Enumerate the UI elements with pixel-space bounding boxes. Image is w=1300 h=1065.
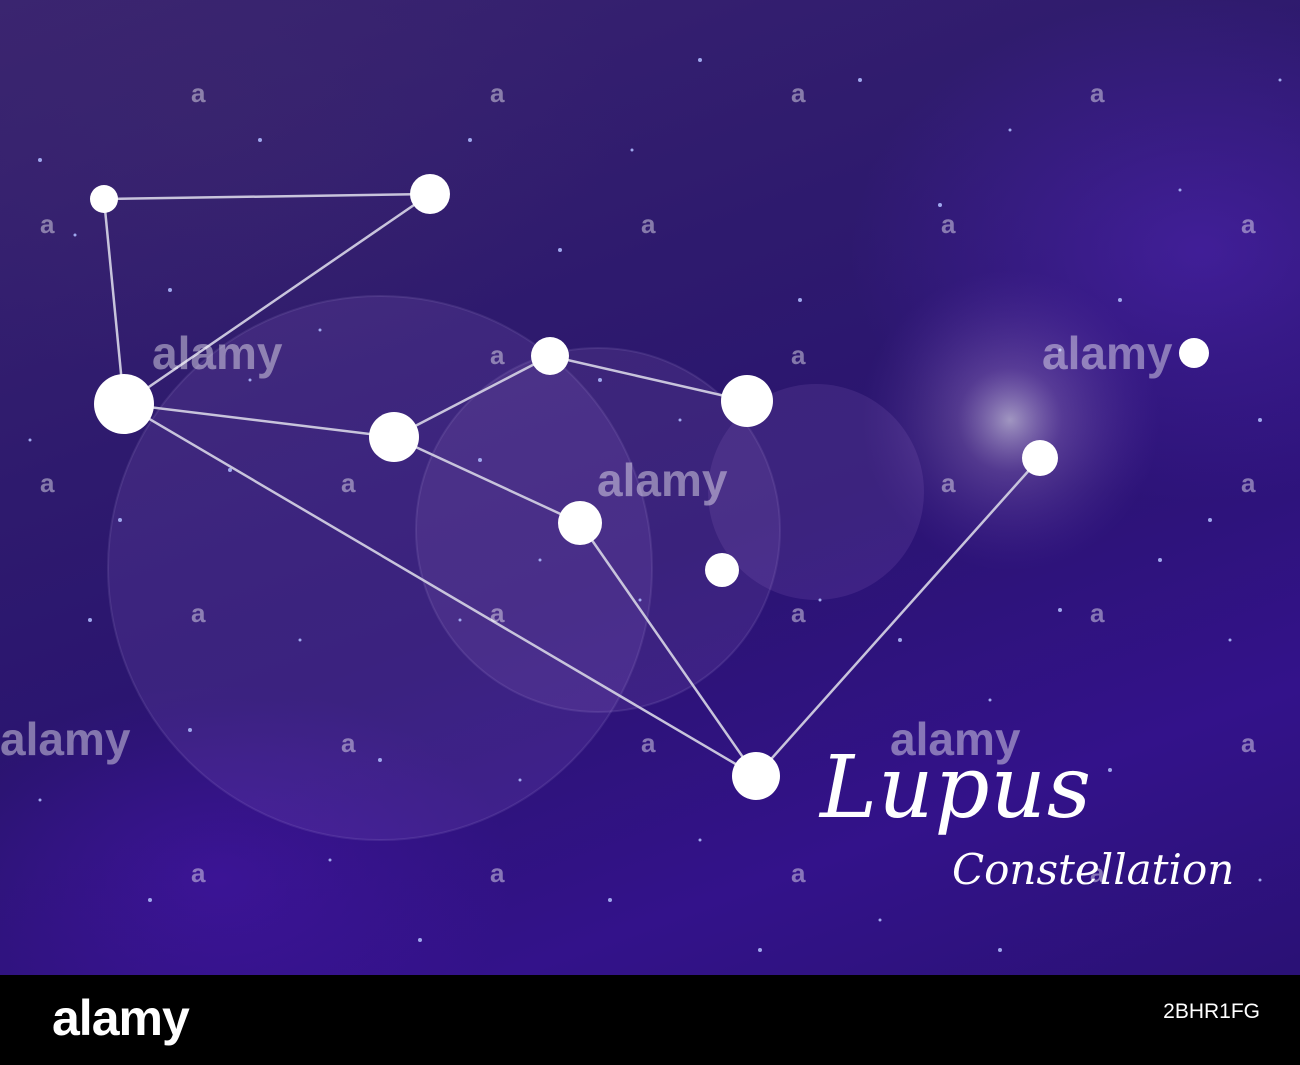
star — [531, 337, 569, 375]
watermark-mark: a — [490, 598, 505, 628]
watermark-mark: a — [1241, 468, 1256, 498]
star — [558, 501, 602, 545]
watermark-mark: a — [40, 209, 55, 239]
watermark-text: alamy — [1042, 327, 1173, 379]
star — [721, 375, 773, 427]
watermark-mark: a — [490, 858, 505, 888]
watermark-mark: a — [40, 468, 55, 498]
constellation-illustration — [28, 58, 1282, 952]
watermark-mark: a — [941, 468, 956, 498]
watermark-mark: a — [941, 209, 956, 239]
watermark-mark: a — [791, 598, 806, 628]
watermark-text: alamy — [152, 327, 283, 379]
constellation-name: Lupus — [820, 738, 1093, 838]
watermark-mark: a — [191, 858, 206, 888]
title-block: Lupus Constellation — [800, 745, 1270, 965]
constellation-stars — [90, 174, 1209, 800]
bokeh-circle-large — [107, 295, 653, 841]
watermark-mark: a — [641, 209, 656, 239]
watermark-mark: a — [1090, 78, 1105, 108]
watermark-mark: a — [791, 340, 806, 370]
star — [732, 752, 780, 800]
star — [90, 185, 118, 213]
watermark-mark: a — [191, 598, 206, 628]
stock-footer-bar: alamy 2BHR1FG — [0, 975, 1300, 1065]
watermark-mark: a — [1090, 598, 1105, 628]
watermark-mark: a — [490, 78, 505, 108]
watermark-mark: a — [341, 468, 356, 498]
star — [94, 374, 154, 434]
star — [1179, 338, 1209, 368]
watermark-text: alamy — [597, 454, 728, 506]
night-sky-background: alamy alamy alamy alamy alamy a a a a a … — [0, 0, 1300, 975]
star — [410, 174, 450, 214]
star-glow — [860, 270, 1160, 570]
watermark-mark: a — [1241, 728, 1256, 758]
star — [1022, 440, 1058, 476]
constellation-subtitle: Constellation — [952, 845, 1235, 894]
star — [369, 412, 419, 462]
watermark-mark: a — [791, 78, 806, 108]
watermark-mark: a — [1090, 858, 1105, 888]
constellation-lines — [102, 192, 1041, 778]
watermark-mark: a — [341, 728, 356, 758]
alamy-logo: alamy — [52, 990, 190, 1046]
watermark-mark: a — [641, 728, 656, 758]
watermark-mark: a — [191, 78, 206, 108]
watermark-mark: a — [490, 340, 505, 370]
watermark-mark: a — [791, 858, 806, 888]
watermark-text: alamy — [890, 713, 1021, 765]
image-id-label: 2BHR1FG — [1163, 1000, 1260, 1023]
watermark-mark: a — [1241, 209, 1256, 239]
star — [705, 553, 739, 587]
watermark-text: alamy — [0, 713, 131, 765]
background-stars — [28, 58, 1282, 952]
